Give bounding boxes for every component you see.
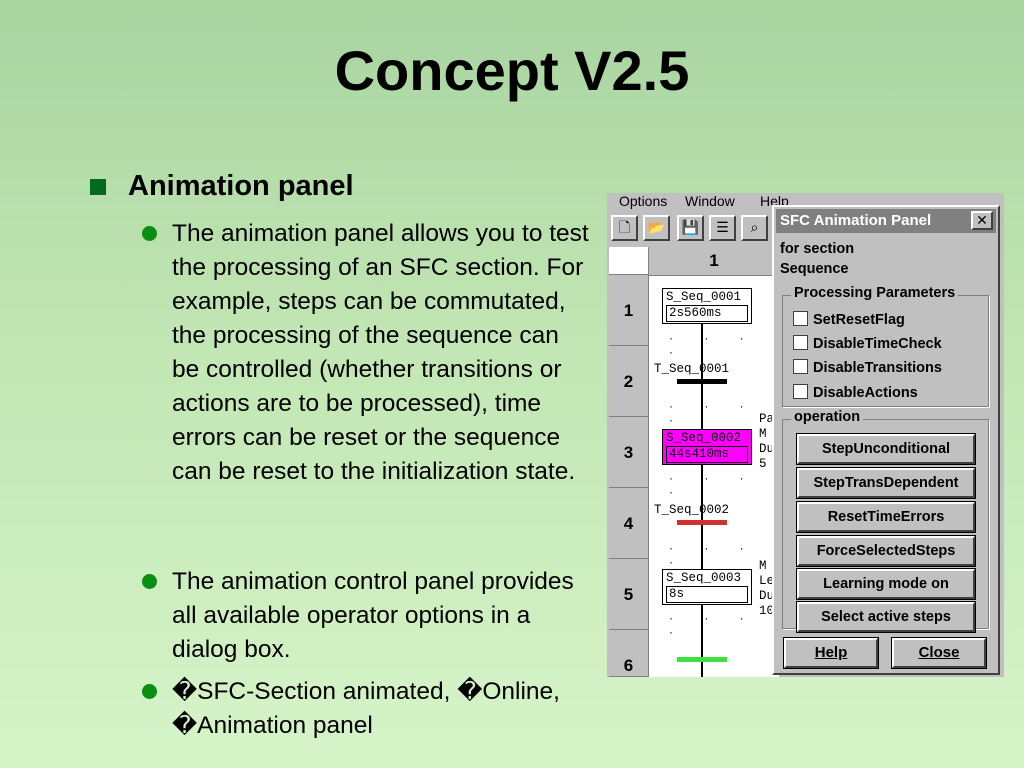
force-selected-steps-button[interactable]: ForceSelectedSteps <box>797 536 975 566</box>
square-bullet-icon <box>90 179 106 195</box>
checkbox-disabletransitions[interactable]: DisableTransitions <box>793 358 942 378</box>
checkbox-label: DisableTransitions <box>813 360 942 376</box>
save-icon[interactable]: 💾 <box>677 215 704 241</box>
step-trans-dependent-button[interactable]: StepTransDependent <box>797 468 975 498</box>
checkbox-label: DisableTimeCheck <box>813 336 942 352</box>
grid-dots: · · · · <box>669 541 758 569</box>
slide-title: Concept V2.5 <box>334 39 690 102</box>
close-button[interactable]: Close <box>892 638 986 668</box>
row-number: 5 <box>609 559 649 630</box>
row-number: 4 <box>609 488 649 559</box>
round-bullet-icon <box>142 226 157 241</box>
row-number: 3 <box>609 417 649 488</box>
bullet-text: Animation panel <box>128 170 354 202</box>
step-name: S_Seq_0002 <box>666 431 742 445</box>
select-active-steps-button[interactable]: Select active steps <box>797 602 975 632</box>
sub-bullet-1: The animation panel allows you to test t… <box>142 217 592 489</box>
checkbox-label: DisableActions <box>813 385 918 401</box>
step-unconditional-button[interactable]: StepUnconditional <box>797 434 975 464</box>
sfc-step-2-active[interactable]: S_Seq_0002 44s410ms <box>662 429 752 465</box>
for-section-label: for section <box>780 241 855 257</box>
open-folder-icon[interactable]: 📂 <box>643 215 670 241</box>
sub-bullet-text: The animation control panel provides all… <box>172 568 574 663</box>
step-name: S_Seq_0001 <box>666 290 742 304</box>
grid-corner <box>609 247 649 275</box>
transition-bar-2[interactable] <box>677 520 727 525</box>
sfc-step-1[interactable]: S_Seq_0001 2s560ms <box>662 288 752 324</box>
sfc-step-3[interactable]: S_Seq_0003 8s <box>662 569 752 605</box>
row-number: 6 <box>609 630 649 677</box>
sfc-grid: 1 1 2 3 4 5 6 · · · · · · · · · · · · · … <box>609 247 779 677</box>
action-side-text: M Le Du 10 <box>759 559 775 618</box>
row-number: 1 <box>609 275 649 346</box>
transition-bar-1[interactable] <box>677 379 727 384</box>
row-number: 2 <box>609 346 649 417</box>
grid-dots: · · · · <box>669 331 758 359</box>
section-name: Sequence <box>780 261 849 277</box>
grid-dots: · · · · <box>669 611 758 639</box>
checkbox-box[interactable] <box>793 359 808 374</box>
sfc-flow-line <box>701 317 703 677</box>
menu-window[interactable]: Window <box>685 193 735 209</box>
checkbox-label: SetResetFlag <box>813 312 905 328</box>
sub-bullet-2: The animation control panel provides all… <box>142 565 592 667</box>
dialog-title-bar: SFC Animation Panel ✕ <box>776 209 996 233</box>
column-header: 1 <box>649 247 779 276</box>
sub-bullet-text: The animation panel allows you to test t… <box>172 220 589 485</box>
sub-bullet-text: �SFC-Section animated, �Online, �Animati… <box>172 678 560 739</box>
transition-label: T_Seq_0001 <box>654 362 730 376</box>
checkbox-box[interactable] <box>793 335 808 350</box>
checkbox-disableactions[interactable]: DisableActions <box>793 383 918 403</box>
checkbox-setresetflag[interactable]: SetResetFlag <box>793 310 905 330</box>
bullet-animation-panel: Animation panel <box>90 170 354 203</box>
step-name: S_Seq_0003 <box>666 571 742 585</box>
new-file-icon[interactable]: 🗋 <box>611 215 638 241</box>
processing-parameters-group: Processing Parameters SetResetFlag Disab… <box>782 285 989 407</box>
grid-dots: · · · · <box>669 399 758 427</box>
checkbox-disabletimecheck[interactable]: DisableTimeCheck <box>793 334 942 354</box>
group-title: Processing Parameters <box>791 285 959 301</box>
transition-label: T_Seq_0002 <box>654 503 730 517</box>
checkbox-box[interactable] <box>793 384 808 399</box>
transition-bar-3[interactable] <box>677 657 727 662</box>
help-button[interactable]: Help <box>784 638 878 668</box>
step-time: 2s560ms <box>666 305 748 322</box>
group-title: operation <box>791 409 864 425</box>
close-icon[interactable]: ✕ <box>971 211 993 230</box>
checkbox-box[interactable] <box>793 311 808 326</box>
round-bullet-icon <box>142 574 157 589</box>
round-bullet-icon <box>142 684 157 699</box>
step-time: 44s410ms <box>666 446 748 463</box>
learning-mode-button[interactable]: Learning mode on <box>797 569 975 599</box>
sfc-animation-panel-dialog: SFC Animation Panel ✕ for section Sequen… <box>772 205 1000 675</box>
find-binoculars-icon[interactable]: ⌕ <box>741 215 768 241</box>
sub-bullet-3: �SFC-Section animated, �Online, �Animati… <box>142 675 592 743</box>
step-time: 8s <box>666 586 748 603</box>
action-side-text: Pa M Du 5 <box>759 412 775 471</box>
grid-dots: · · · · <box>669 471 758 499</box>
dialog-title: SFC Animation Panel <box>780 212 932 229</box>
operation-group: operation StepUnconditional StepTransDep… <box>782 409 989 632</box>
menu-options[interactable]: Options <box>619 193 668 209</box>
properties-icon[interactable]: ☰ <box>709 215 736 241</box>
reset-time-errors-button[interactable]: ResetTimeErrors <box>797 502 975 532</box>
